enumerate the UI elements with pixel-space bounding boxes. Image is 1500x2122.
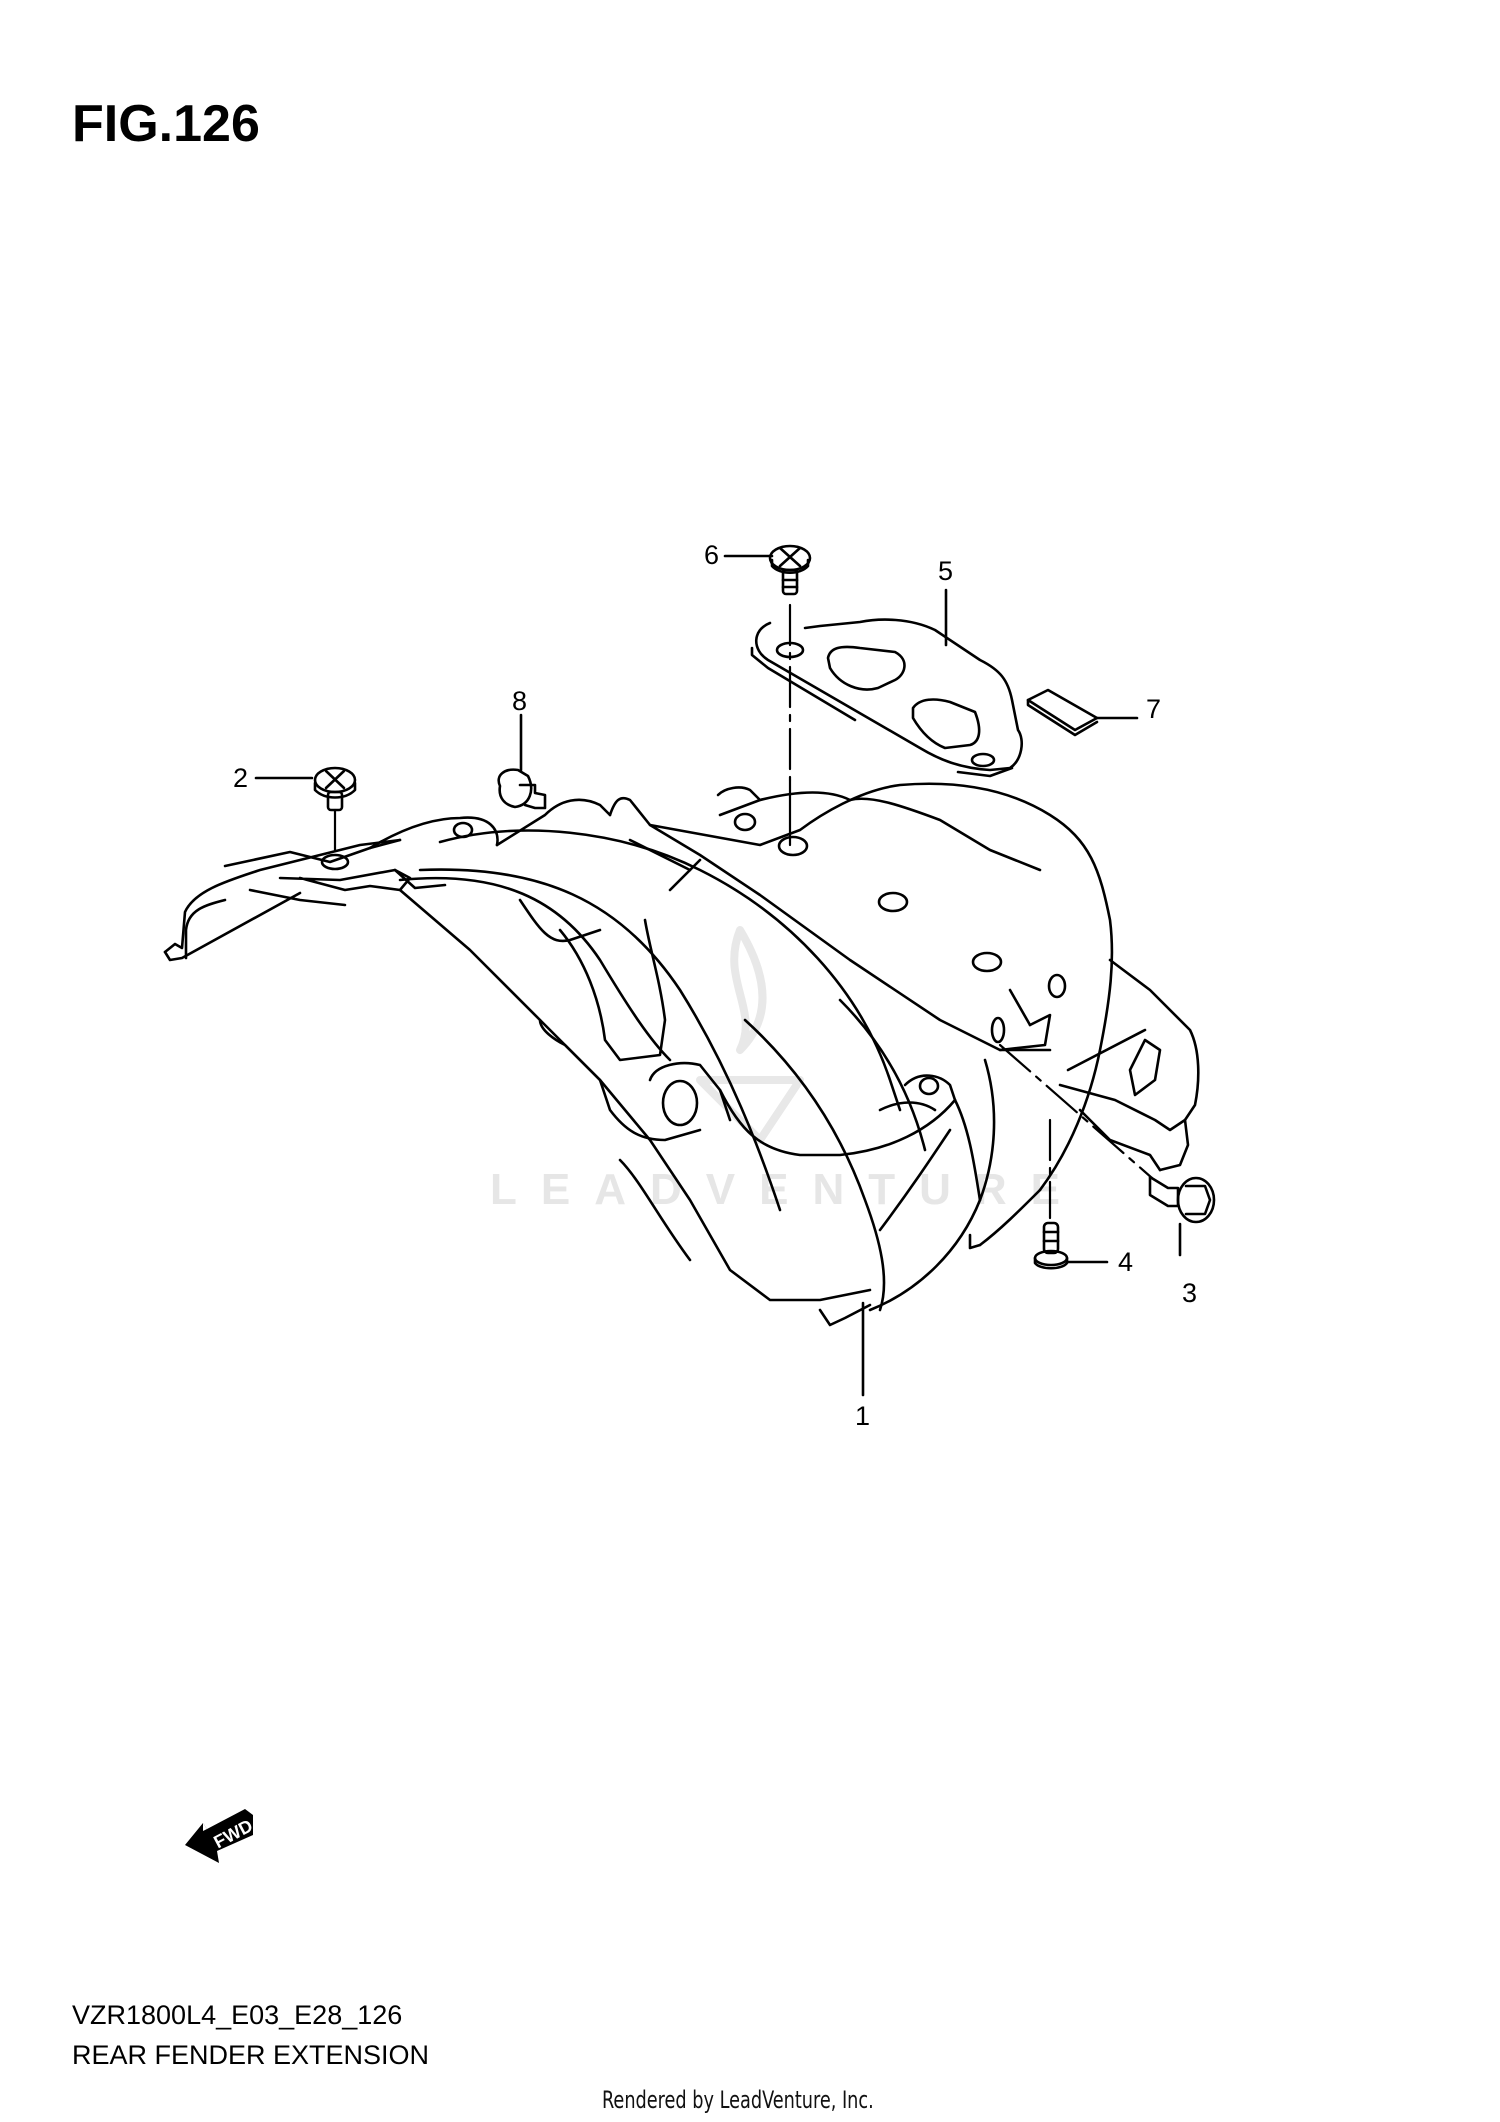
watermark-text: LEADVENTURE xyxy=(490,1165,1085,1214)
bolt-part-3 xyxy=(1148,1175,1216,1257)
callout-8[interactable]: 8 xyxy=(512,686,528,716)
fwd-arrow-icon: FWD xyxy=(185,1809,255,1863)
watermark-logo-icon xyxy=(696,926,804,1144)
bracket-plate-part-5 xyxy=(750,588,1024,778)
footer-credit: Rendered by LeadVenture, Inc. xyxy=(602,2086,874,2114)
callout-2[interactable]: 2 xyxy=(233,763,249,793)
fender-extension-part-1 xyxy=(163,782,1200,1327)
figure-title: FIG.126 xyxy=(72,95,260,153)
screw-part-4 xyxy=(1033,1221,1109,1270)
callout-5[interactable]: 5 xyxy=(938,556,954,586)
callout-4[interactable]: 4 xyxy=(1118,1247,1134,1277)
model-code: VZR1800L4_E03_E28_126 xyxy=(72,2000,403,2030)
callout-1[interactable]: 1 xyxy=(855,1401,871,1431)
diagram-caption: REAR FENDER EXTENSION xyxy=(72,2040,430,2070)
callout-3[interactable]: 3 xyxy=(1182,1278,1198,1308)
callout-7[interactable]: 7 xyxy=(1146,694,1162,724)
pad-part-7 xyxy=(1026,688,1139,737)
bolt-part-2 xyxy=(254,766,357,812)
callout-6[interactable]: 6 xyxy=(704,540,720,570)
bolt-part-6 xyxy=(723,544,812,596)
grommet-part-8 xyxy=(497,713,547,810)
